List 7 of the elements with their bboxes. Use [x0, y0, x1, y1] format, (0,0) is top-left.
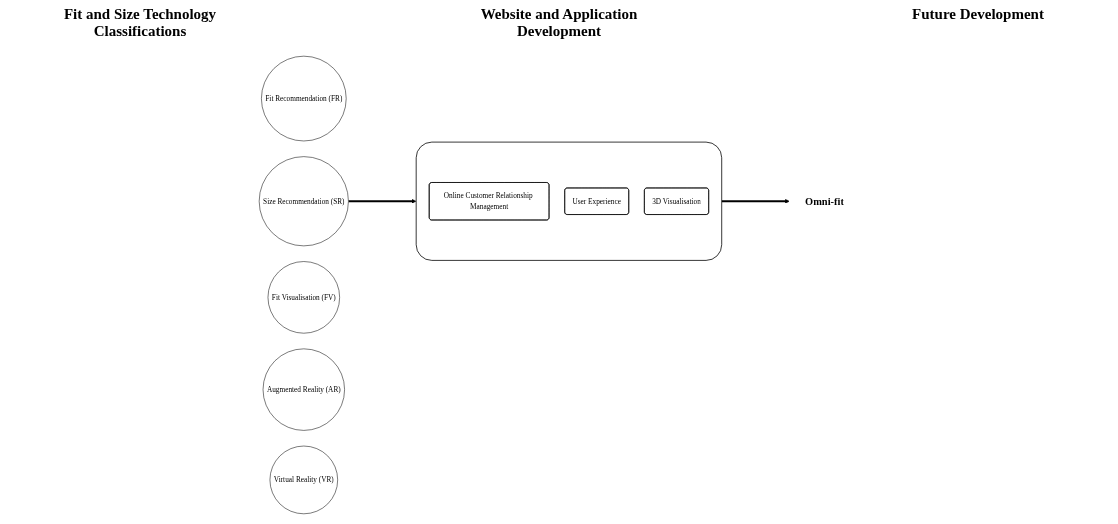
arrow — [721, 198, 790, 204]
column-heading: Website and Application Development — [479, 6, 639, 41]
node-text: Omni-fit — [804, 195, 844, 207]
column-heading: Future Development — [911, 6, 1045, 24]
cluster — [415, 141, 722, 261]
column-heading: Fit and Size Technology Classifications — [62, 6, 218, 41]
arrow — [348, 198, 417, 204]
